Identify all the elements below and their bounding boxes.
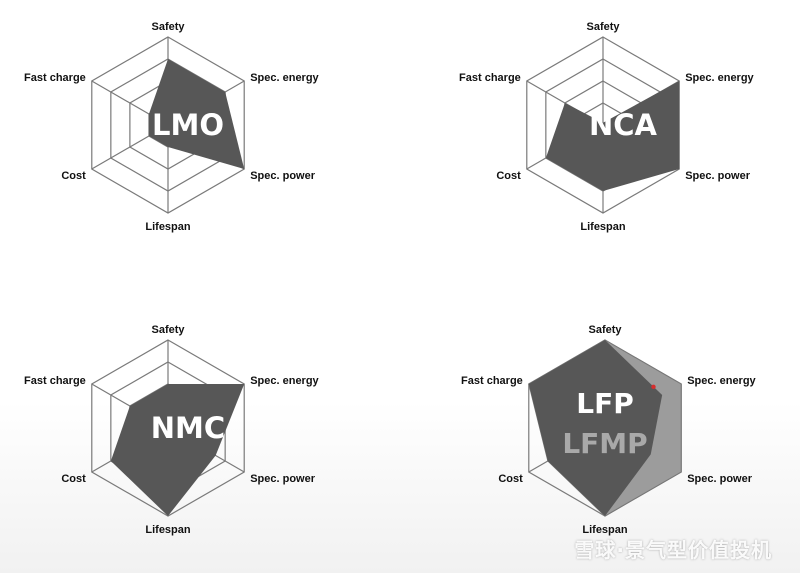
axis-label-spec-energy: Spec. energy bbox=[687, 375, 756, 387]
axis-label-cost: Cost bbox=[498, 473, 523, 485]
axis-label-lifespan: Lifespan bbox=[580, 221, 626, 233]
series-area-lmo bbox=[148, 59, 245, 169]
highlight-marker bbox=[651, 384, 656, 390]
series-area-nmc bbox=[110, 384, 245, 516]
axis-label-safety: Safety bbox=[151, 324, 185, 336]
watermark: 雪球·景气型价值投机 bbox=[574, 538, 772, 562]
series-area-lfp bbox=[528, 340, 663, 516]
axis-label-fast-charge: Fast charge bbox=[24, 375, 86, 387]
series-label-lfp: LFP bbox=[576, 387, 634, 420]
axis-label-lifespan: Lifespan bbox=[145, 524, 191, 536]
axis-label-fast-charge: Fast charge bbox=[461, 375, 523, 387]
axis-label-cost: Cost bbox=[61, 473, 86, 485]
axis-label-safety: Safety bbox=[586, 21, 620, 33]
axis-label-spec-power: Spec. power bbox=[250, 473, 316, 485]
series-label-nca: NCA bbox=[589, 108, 658, 142]
axis-label-spec-energy: Spec. energy bbox=[685, 72, 754, 84]
series-label-lfmp: LFMP bbox=[562, 427, 647, 460]
axis-label-safety: Safety bbox=[151, 21, 185, 33]
axis-label-cost: Cost bbox=[61, 170, 86, 182]
axis-label-spec-power: Spec. power bbox=[687, 473, 753, 485]
axis-label-fast-charge: Fast charge bbox=[459, 72, 521, 84]
axis-label-spec-power: Spec. power bbox=[685, 170, 751, 182]
axis-label-spec-energy: Spec. energy bbox=[250, 72, 319, 84]
series-area-nca bbox=[545, 81, 680, 191]
axis-label-spec-energy: Spec. energy bbox=[250, 375, 319, 387]
axis-label-lifespan: Lifespan bbox=[145, 221, 191, 233]
axis-label-spec-power: Spec. power bbox=[250, 170, 316, 182]
series-label-lmo: LMO bbox=[152, 108, 224, 142]
series-label-nmc: NMC bbox=[151, 411, 225, 445]
axis-label-safety: Safety bbox=[588, 324, 622, 336]
axis-label-lifespan: Lifespan bbox=[582, 524, 628, 536]
axis-label-fast-charge: Fast charge bbox=[24, 72, 86, 84]
axis-label-cost: Cost bbox=[496, 170, 521, 182]
